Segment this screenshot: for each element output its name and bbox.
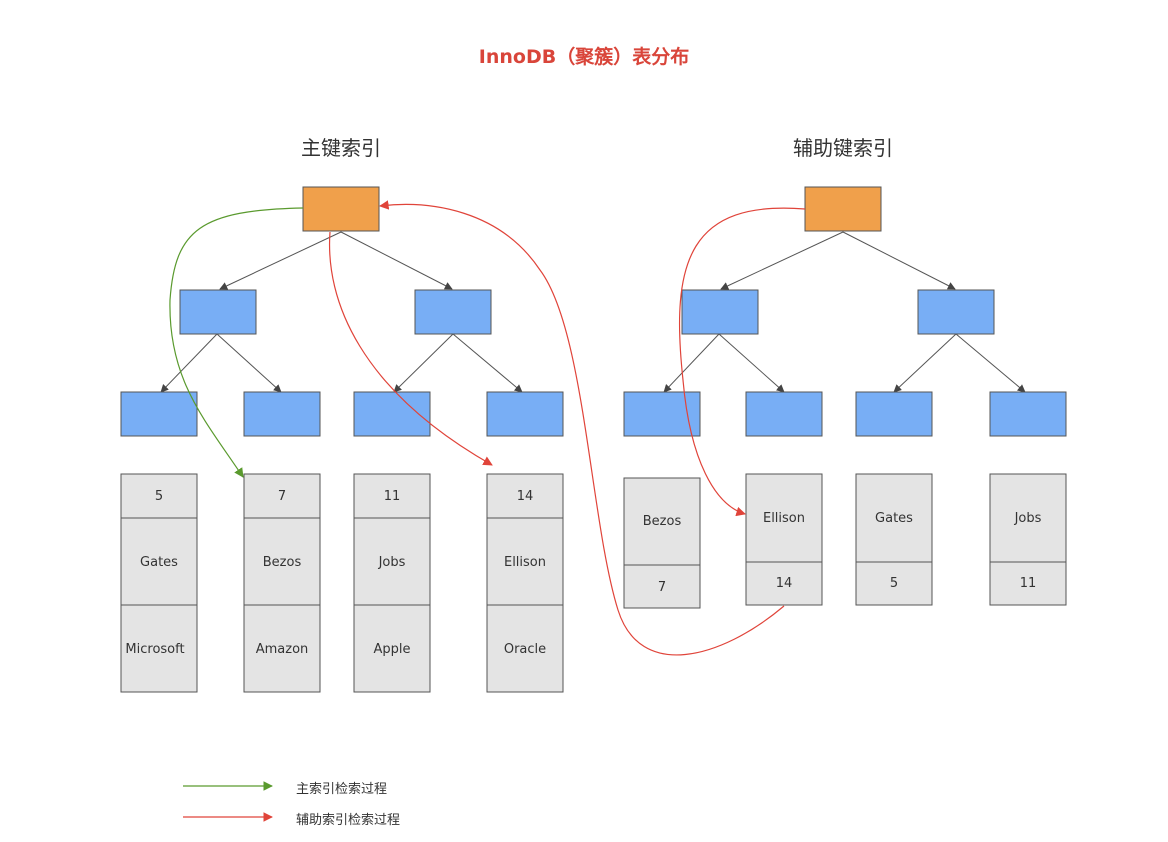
secondary-leaf-parent-node xyxy=(989,391,1067,437)
primary-inner-node xyxy=(414,289,492,335)
leaf-cell-name: Bezos xyxy=(643,514,682,529)
secondary-tree-edges xyxy=(663,231,1026,393)
primary-index-heading: 主键索引 xyxy=(301,136,381,160)
leaf-cell-id: 11 xyxy=(384,489,401,504)
secondary-search-path-3 xyxy=(328,231,493,466)
leaf-cell-id: 14 xyxy=(517,489,534,504)
secondary-index-heading: 辅助键索引 xyxy=(793,136,893,160)
secondary-search-path-1 xyxy=(678,207,806,517)
primary-leaf-page: 7 Bezos Amazon xyxy=(243,473,321,693)
secondary-inner-node xyxy=(681,289,759,335)
primary-tree-edges xyxy=(160,231,523,393)
primary-leaf-parent-node xyxy=(486,391,564,437)
primary-root-node xyxy=(302,186,380,232)
secondary-inner-node xyxy=(917,289,995,335)
leaf-cell-name: Gates xyxy=(140,555,178,570)
secondary-leaf-page: Jobs 11 xyxy=(989,473,1067,606)
secondary-leaf-page: Ellison 14 xyxy=(745,473,823,606)
secondary-leaf-parent-node xyxy=(745,391,823,437)
legend-primary-label: 主索引检索过程 xyxy=(296,782,388,797)
secondary-leaf-parent-node xyxy=(855,391,933,437)
secondary-leaf-parent-node xyxy=(623,391,701,437)
leaf-cell-name: Jobs xyxy=(378,555,406,570)
diagram-title: InnoDB（聚簇）表分布 xyxy=(478,46,690,68)
primary-inner-node xyxy=(179,289,257,335)
secondary-root-node xyxy=(804,186,882,232)
secondary-leaf-page: Bezos 7 xyxy=(623,477,701,609)
secondary-leaf-page: Gates 5 xyxy=(855,473,933,606)
leaf-cell-name: Ellison xyxy=(763,511,805,526)
primary-leaf-parent-node xyxy=(243,391,321,437)
leaf-cell-pk: 14 xyxy=(776,576,793,591)
leaf-cell-company: Apple xyxy=(373,642,410,657)
leaf-cell-company: Amazon xyxy=(256,642,309,657)
leaf-cell-name: Bezos xyxy=(263,555,302,570)
leaf-cell-name: Jobs xyxy=(1014,511,1042,526)
leaf-cell-name: Ellison xyxy=(504,555,546,570)
primary-leaf-page: 5 Gates Microsoft xyxy=(120,473,198,693)
leaf-cell-company: Oracle xyxy=(504,642,546,657)
leaf-cell-pk: 7 xyxy=(658,580,666,595)
primary-leaf-parent-node xyxy=(353,391,431,437)
primary-leaf-page: 14 Ellison Oracle xyxy=(486,473,564,693)
leaf-cell-company: Microsoft xyxy=(125,642,184,657)
primary-leaf-parent-node xyxy=(120,391,198,437)
leaf-cell-pk: 11 xyxy=(1020,576,1037,591)
secondary-search-path-2 xyxy=(379,200,785,656)
legend-secondary-label: 辅助索引检索过程 xyxy=(296,813,401,828)
leaf-cell-pk: 5 xyxy=(890,576,898,591)
primary-leaf-page: 11 Jobs Apple xyxy=(353,473,431,693)
leaf-cell-id: 7 xyxy=(278,489,286,504)
leaf-cell-name: Gates xyxy=(875,511,913,526)
leaf-cell-id: 5 xyxy=(155,489,163,504)
primary-search-path xyxy=(169,207,304,478)
